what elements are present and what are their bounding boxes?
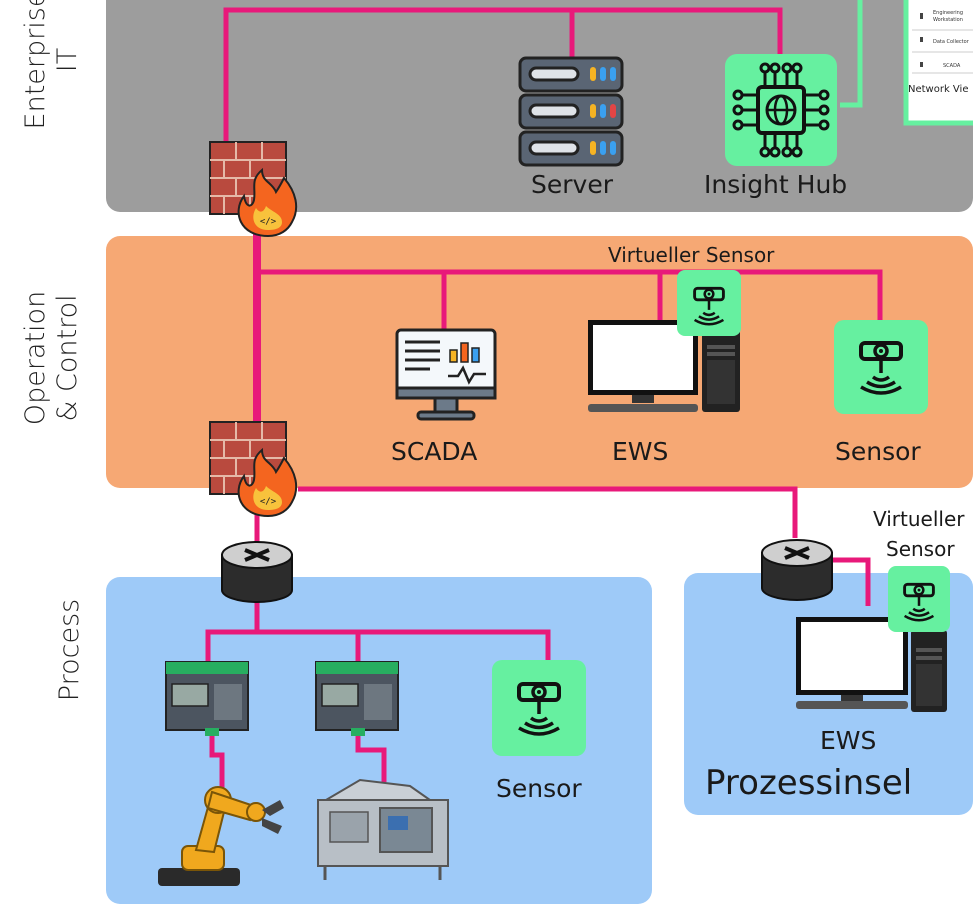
svg-text:</>: </>: [260, 217, 277, 227]
robot-arm-icon: [158, 786, 284, 886]
virtual-sensor-insel-icon: [888, 566, 950, 632]
virtual-sensor-insel-label-1: Virtueller: [873, 507, 965, 531]
sensor-process-icon: [492, 660, 586, 756]
firewall-bottom-icon: </>: [209, 421, 298, 518]
sensor-oc-label: Sensor: [835, 437, 921, 466]
plc-1-icon: [165, 661, 249, 736]
thumb-item-1: Engineering: [933, 10, 963, 16]
insight-hub-icon: [725, 54, 837, 166]
scada-icon: [395, 328, 497, 421]
machine-icon: [317, 778, 449, 880]
virtual-sensor-insel-label-2: Sensor: [886, 537, 955, 561]
thumb-item-3: SCADA: [943, 63, 961, 69]
router-insel-icon: [761, 539, 833, 601]
thumb-footer: Network Vie: [908, 84, 968, 95]
prozessinsel-label: Prozessinsel: [705, 763, 913, 803]
insight-hub-label: Insight Hub: [704, 170, 848, 199]
server-icon: [518, 56, 624, 167]
sensor-oc-icon: [834, 320, 928, 414]
svg-text:</>: </>: [260, 497, 277, 507]
ews-insel-icon: [796, 617, 947, 712]
ews-oc-label: EWS: [612, 437, 669, 466]
ews-oc-icon: [588, 320, 740, 412]
network-links: [205, 7, 883, 788]
thumb-item-1b: Workstation: [933, 17, 963, 23]
server-label: Server: [531, 170, 613, 199]
ews-insel-label: EWS: [820, 726, 877, 755]
thumb-item-2: Data Collector: [933, 39, 970, 45]
virtual-sensor-oc-label: Virtueller Sensor: [608, 243, 775, 267]
virtual-sensor-oc-icon: [677, 270, 741, 336]
sensor-process-label: Sensor: [496, 774, 582, 803]
firewall-top-icon: </>: [209, 141, 298, 238]
router-process-icon: [221, 541, 293, 603]
screen-thumbnail: Engineering Workstation Data Collector S…: [840, 0, 973, 126]
plc-2-icon: [315, 661, 399, 736]
scada-label: SCADA: [391, 437, 478, 466]
